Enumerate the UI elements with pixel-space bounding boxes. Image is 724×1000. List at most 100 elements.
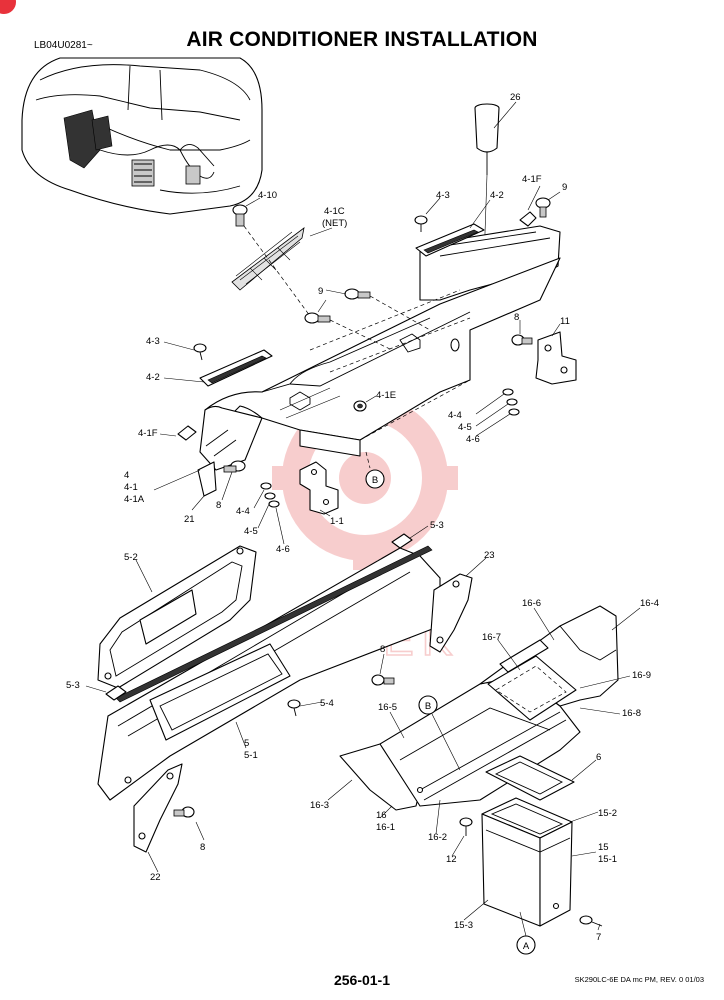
sealant-tube-26 (474, 103, 500, 263)
callout-16-2: 16-2 (428, 832, 447, 843)
page-number: 256-01-1 (333, 972, 391, 988)
callout-16-6: 16-6 (522, 598, 541, 609)
bolt-8-mid (223, 460, 246, 473)
screw-4-3-top (414, 215, 428, 232)
callout-16-1: 16-1 (376, 822, 395, 833)
screw-12 (459, 817, 473, 836)
callout-15-2: 15-2 (598, 808, 617, 819)
bolt-8-low (371, 674, 395, 686)
callout-15-3: 15-3 (454, 920, 473, 931)
callout-22: 22 (150, 872, 161, 883)
callout-6: 6 (596, 752, 601, 763)
callout-4-6-left: 4-6 (276, 544, 290, 555)
callout-16: 16 (376, 810, 387, 821)
callout-4: 4 (124, 470, 129, 481)
watermark-gear-hub (339, 452, 391, 504)
callout-9-top: 9 (562, 182, 567, 193)
model-code: LB04U0281~ (34, 40, 93, 51)
screw-7 (579, 915, 603, 927)
callout-5: 5 (244, 738, 249, 749)
bracket-21 (197, 461, 217, 497)
reference-b-low: B (418, 695, 461, 771)
callout-1-1: 1-1 (330, 516, 344, 527)
callout-8-right: 8 (514, 312, 519, 323)
callout-4-4-left: 4-4 (236, 506, 250, 517)
filter-box-15 (481, 797, 573, 927)
corner-badge (0, 0, 16, 14)
callout-5-4: 5-4 (320, 698, 334, 709)
washers-4-4-4-6-left (260, 482, 280, 508)
callout-4-6-right: 4-6 (466, 434, 480, 445)
air-duct-16 (339, 605, 619, 811)
callout-4-3-top: 4-3 (436, 190, 450, 201)
callout-8-bottom: 8 (200, 842, 205, 853)
page-title: AIR CONDITIONER INSTALLATION (186, 28, 538, 51)
callout-5-3-top: 5-3 (430, 520, 444, 531)
net-4-1c (231, 227, 305, 291)
bolt-9-top (535, 197, 551, 218)
callout-15: 15 (598, 842, 609, 853)
callout-8-low: 8 (380, 644, 385, 655)
callout-5-2: 5-2 (124, 552, 138, 563)
reference-b-top: B (365, 451, 385, 489)
reference-a-label: A (523, 941, 530, 952)
callout-12: 12 (446, 854, 457, 865)
callout-5-3-left: 5-3 (66, 680, 80, 691)
callout-16-7: 16-7 (482, 632, 501, 643)
bracket-1-1 (299, 461, 339, 515)
reference-a: A (516, 911, 536, 955)
callout-23: 23 (484, 550, 495, 561)
callout-4-3-left: 4-3 (146, 336, 160, 347)
callout-net: (NET) (322, 218, 347, 229)
bolts-9-mid (304, 288, 371, 324)
callout-4-5-right: 4-5 (458, 422, 472, 433)
watermark-gear-tooth (272, 466, 302, 490)
clip-4-1f-top (519, 211, 537, 227)
clip-5-3-left (105, 685, 127, 701)
leader-lines (85, 101, 641, 931)
grommet-4-1e (353, 400, 367, 412)
bolt-8-right (511, 334, 533, 346)
screw-4-3-left (193, 343, 207, 361)
callout-11: 11 (560, 316, 570, 327)
callout-4-4-right: 4-4 (448, 410, 462, 421)
upper-duct-cover-4 (199, 225, 561, 471)
reference-b-low-label: B (425, 701, 431, 712)
bracket-4-2-top (415, 223, 485, 257)
watermark-gear-tooth (428, 466, 458, 490)
bracket-23 (429, 573, 473, 653)
bracket-11 (535, 331, 577, 385)
callout-8-mid: 8 (216, 500, 221, 511)
callout-16-3: 16-3 (310, 800, 329, 811)
lower-panel-5-2 (97, 545, 257, 689)
callout-4-10: 4-10 (258, 190, 277, 201)
washers-4-4-4-6-right (502, 388, 520, 416)
callout-9-mid: 9 (318, 286, 323, 297)
callout-4-2-top: 4-2 (490, 190, 504, 201)
footer-note: SK290LC-6E DA mc PM, REV. 0 01/03 (574, 975, 704, 984)
callout-26: 26 (510, 92, 521, 103)
bolt-8-bottom (173, 806, 195, 818)
callout-4-1f-left: 4-1F (138, 428, 158, 439)
callout-4-1e: 4-1E (376, 390, 396, 401)
callout-16-5: 16-5 (378, 702, 397, 713)
lower-panel-5 (97, 547, 441, 801)
screw-5-4 (287, 699, 301, 717)
trim-strip (115, 545, 433, 703)
callout-7: 7 (596, 932, 601, 943)
callout-15-1: 15-1 (598, 854, 617, 865)
machine-overview-inset (21, 57, 263, 215)
callout-4-1c: 4-1C (324, 206, 345, 217)
callout-21: 21 (184, 514, 195, 525)
callout-16-8: 16-8 (622, 708, 641, 719)
callout-4-5-left: 4-5 (244, 526, 258, 537)
bracket-22 (133, 763, 183, 853)
callout-4-2-left: 4-2 (146, 372, 160, 383)
reference-b-top-label: B (372, 475, 378, 486)
bolt-4-10 (232, 204, 248, 227)
gasket-6 (485, 755, 575, 801)
callout-16-4: 16-4 (640, 598, 659, 609)
callout-5-1: 5-1 (244, 750, 258, 761)
callout-16-9: 16-9 (632, 670, 651, 681)
